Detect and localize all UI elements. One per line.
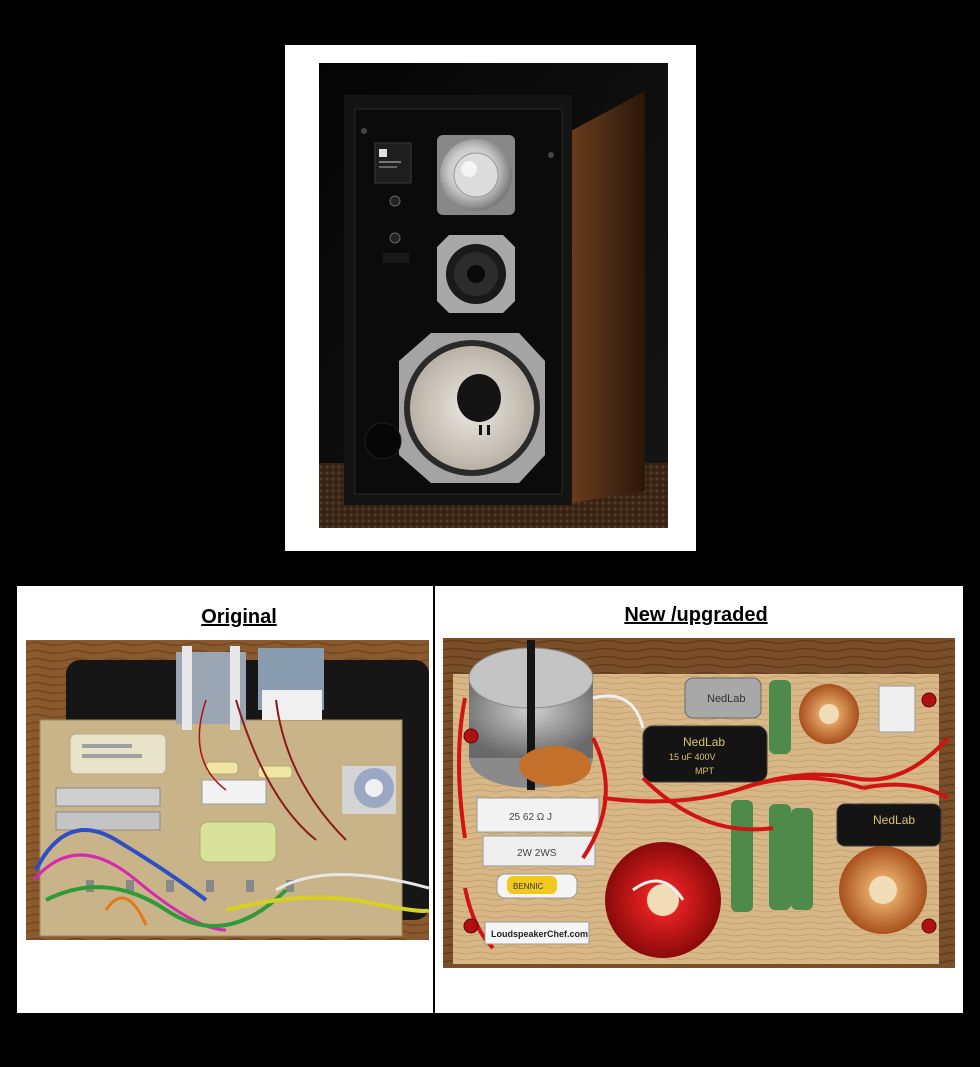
tweeter-icon [437,135,515,215]
cap-center-label: NedLab [683,735,725,749]
cap-yellow-label: BENNIC [513,882,543,891]
bass-port-icon [364,422,402,460]
white-resistor-icon [201,779,267,805]
ceramic-resistor-icon [55,811,161,831]
small-coil-icon [342,766,396,814]
cream-capacitor-icon [69,733,167,775]
upgraded-crossover-photo: NedLab NedLab 15 uF 400V MPT NedLab [443,638,955,968]
original-caption: Original [201,606,277,628]
cap-center-spec: 15 uF 400V [669,752,716,762]
upgraded-panel: New /upgraded [435,586,963,1013]
air-coil-icon [176,646,246,730]
original-crossover-illustration [26,640,429,940]
blue-wire [34,828,208,902]
air-coil-icon [258,648,324,720]
resistor-top-label: 25 62 Ω J [509,812,552,823]
cap-top-label: NedLab [707,693,746,705]
tweeter-level-knob [389,195,401,207]
nedlab-capacitor-icon: NedLab [836,803,942,847]
cap-center-type: MPT [695,766,715,776]
ceramic-resistor-icon [55,787,161,807]
panel-divider [433,586,435,1013]
wood-side-panel [571,91,645,503]
resistor-mid-label: 2W 2WS [517,848,557,859]
original-panel: Original [17,586,433,1013]
copper-coil-icon [799,684,859,744]
midrange-level-knob [389,232,401,244]
original-crossover-photo [26,640,429,940]
watermark-badge [484,921,590,945]
watermark-text: LoudspeakerChef.com [491,929,588,939]
green-capacitor-icon [199,821,277,863]
ceramic-resistor-icon: 25 62 Ω J [476,797,600,833]
red-coil-icon [605,842,721,958]
speaker-photo [319,63,668,528]
core-inductor-icon [468,640,594,790]
green-wire [45,885,288,928]
midrange-driver-icon [437,235,515,313]
upgraded-crossover-illustration: NedLab NedLab 15 uF 400V MPT NedLab [443,638,955,968]
cap-right-label: NedLab [873,813,915,827]
copper-coil-icon [839,846,927,934]
woofer-icon [399,333,545,483]
speaker-illustration [319,63,668,528]
nedlab-capacitor-icon: NedLab 15 uF 400V MPT [642,725,768,783]
top-photo-frame [285,45,696,551]
nedlab-capacitor-icon: NedLab [684,677,762,719]
small-capacitor-icon [205,761,239,775]
small-capacitor-icon: BENNIC [496,873,578,899]
ceramic-resistor-icon: 2W 2WS [482,835,596,867]
yellow-wire [225,895,429,913]
upgraded-caption: New /upgraded [624,604,768,626]
